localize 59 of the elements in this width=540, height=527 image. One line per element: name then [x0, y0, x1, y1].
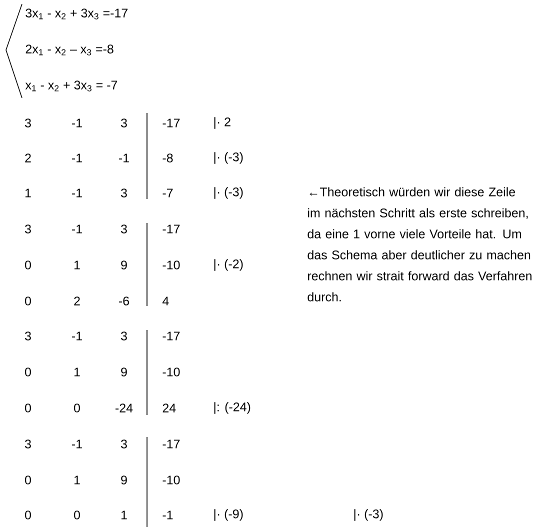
matrix-number: 0: [74, 510, 80, 520]
matrix-number: 2: [74, 296, 80, 306]
matrix-number: -1: [72, 188, 82, 198]
matrix-number: 24: [162, 404, 176, 412]
matrix-number: -1: [72, 118, 82, 128]
matrix-number: 0: [25, 404, 31, 412]
matrix-number: 9: [121, 476, 127, 484]
matrix-number: 0: [74, 404, 80, 412]
operation-label: |· (-3): [214, 187, 243, 199]
matrix-number: 3: [25, 332, 31, 340]
matrix-number: -17: [162, 332, 180, 340]
matrix-number: 3: [25, 440, 31, 448]
equation: 3x$_{1}$ - x$_{2}$ + 3x$_{3}$ =-17: [26, 8, 128, 20]
matrix-number: 0: [25, 260, 31, 270]
matrix-number: 9: [121, 260, 127, 270]
matrix-number: 1: [121, 510, 127, 520]
operation-label: |: (-24): [214, 402, 250, 414]
matrix-number: -10: [162, 368, 180, 376]
matrix-number: 0: [25, 510, 31, 520]
matrix-number: 0: [25, 476, 31, 484]
matrix-number: 3: [25, 118, 31, 128]
matrix-number: -10: [162, 476, 180, 484]
matrix-number: 1: [74, 368, 80, 376]
matrix-number: -6: [119, 296, 129, 306]
matrix-number: 3: [121, 224, 127, 234]
matrix-number: -7: [162, 188, 173, 198]
matrix-number: 3: [121, 332, 127, 340]
matrix-number: -1: [72, 440, 82, 448]
matrix-number: 0: [25, 368, 31, 376]
matrix-number: 3: [121, 440, 127, 448]
note-text: ←Theoretisch würden wir diese Zeile im nächsten Schritt als erste schreiben, da eine 1 vorne viele Vorteile hat. Um das Schema aber deutlicher zu machen rechnen wir strait forward das Verfahren durch.: [308, 187, 532, 302]
matrix-number: 2: [25, 154, 31, 162]
equation: x$_{1}$ - x$_{2}$ + 3x$_{3}$ = -7: [25, 80, 118, 92]
matrix-number: 1: [74, 260, 80, 270]
matrix-number: 9: [121, 368, 127, 376]
matrix-number: -1: [119, 154, 129, 162]
equation: 2x$_{1}$ - x$_{2}$ – x$_{3}$ =-8: [26, 44, 114, 56]
matrix-number: -1: [72, 154, 82, 162]
operation-label: |· (-3): [214, 152, 243, 164]
operation-label: |· (-3): [354, 509, 383, 521]
operation-label: |· 2: [214, 117, 230, 129]
matrix-number: 1: [74, 476, 80, 484]
matrix-number: 3: [121, 188, 127, 198]
matrix-number: 0: [25, 296, 31, 306]
operation-label: |· (-2): [214, 259, 243, 271]
matrix-number: 1: [25, 188, 31, 198]
matrix-number: -8: [162, 154, 173, 162]
matrix-number: -1: [72, 224, 82, 234]
matrix-number: -24: [116, 404, 133, 412]
matrix-number: 4: [162, 296, 169, 306]
matrix-number: 3: [121, 118, 127, 128]
matrix-number: -17: [162, 224, 180, 234]
operation-label: |· (-9): [214, 509, 243, 521]
matrix-number: -1: [72, 332, 82, 340]
matrix-number: -17: [162, 118, 180, 128]
matrix-number: -10: [162, 260, 180, 270]
matrix-number: -1: [162, 510, 173, 520]
matrix-number: -17: [162, 440, 180, 448]
matrix-number: 3: [25, 224, 31, 234]
